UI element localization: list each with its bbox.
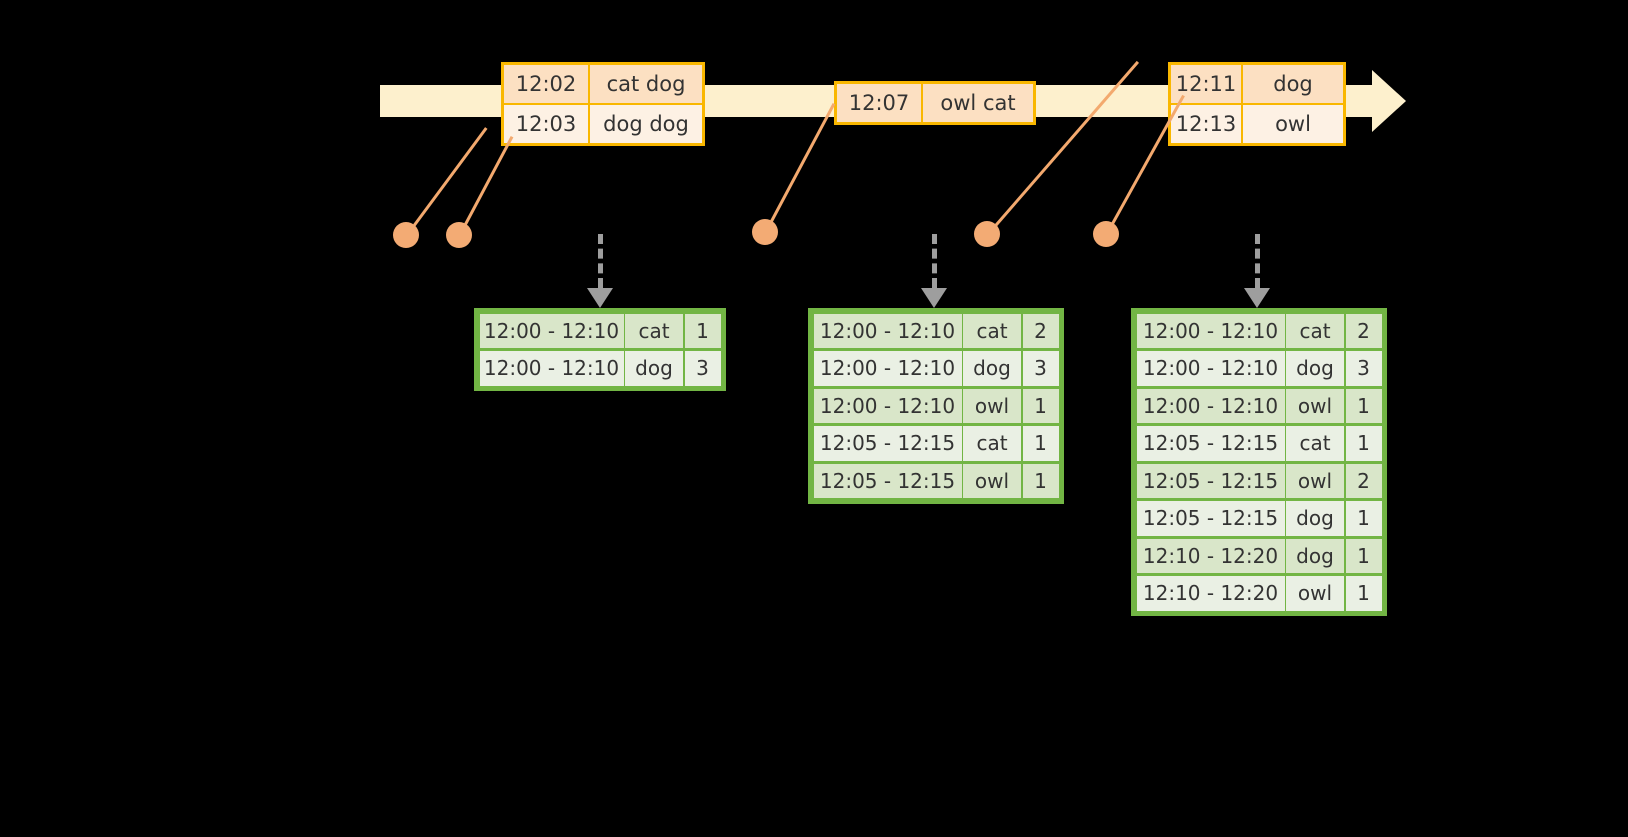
table-row: 12:05 - 12:15 owl 1	[812, 462, 1060, 500]
table-row: 12:00 - 12:10 owl 1	[812, 387, 1060, 425]
result-table-1[interactable]: 12:00 - 12:10 cat 1 12:00 - 12:10 dog 3	[474, 308, 726, 391]
table-row: 12:00 - 12:10 dog 3	[812, 350, 1060, 388]
connector-line-3	[763, 103, 836, 235]
table-row: 12:00 - 12:10 owl 1	[1135, 387, 1383, 425]
window-cell: 12:00 - 12:10	[813, 313, 962, 348]
window-cell: 12:05 - 12:15	[813, 463, 962, 498]
count-cell: 1	[1345, 538, 1382, 573]
connector-line-1	[404, 127, 488, 238]
count-cell: 1	[1022, 463, 1059, 498]
count-cell: 3	[1022, 351, 1059, 386]
event-value: owl cat	[923, 84, 1033, 122]
window-cell: 12:10 - 12:20	[1136, 576, 1285, 611]
window-cell: 12:00 - 12:10	[479, 351, 624, 386]
count-cell: 3	[684, 351, 721, 386]
connector-dot-2[interactable]	[446, 222, 472, 248]
table-row: 12:05 - 12:15 dog 1	[1135, 500, 1383, 538]
table-row: 12:10 - 12:20 owl 1	[1135, 575, 1383, 613]
table-row: 12:05 - 12:15 cat 1	[812, 425, 1060, 463]
event-row: 12:02 cat dog	[504, 65, 702, 103]
event-row: 12:11 dog	[1171, 65, 1343, 103]
key-cell: cat	[1286, 313, 1344, 348]
connector-dot-4[interactable]	[974, 221, 1000, 247]
count-cell: 1	[1345, 388, 1382, 423]
event-time: 12:13	[1171, 105, 1243, 143]
result-table-3[interactable]: 12:00 - 12:10 cat 2 12:00 - 12:10 dog 3 …	[1131, 308, 1387, 616]
dashed-arrow-1	[587, 234, 613, 308]
key-cell: owl	[1286, 576, 1344, 611]
key-cell: owl	[963, 388, 1021, 423]
table-row: 12:00 - 12:10 cat 1	[478, 312, 722, 350]
window-cell: 12:05 - 12:15	[1136, 426, 1285, 461]
count-cell: 2	[1022, 313, 1059, 348]
count-cell: 1	[684, 313, 721, 348]
window-cell: 12:10 - 12:20	[1136, 538, 1285, 573]
key-cell: dog	[963, 351, 1021, 386]
table-row: 12:05 - 12:15 cat 1	[1135, 425, 1383, 463]
event-row: 12:07 owl cat	[837, 84, 1033, 122]
table-row: 12:00 - 12:10 cat 2	[812, 312, 1060, 350]
count-cell: 2	[1345, 463, 1382, 498]
count-cell: 3	[1345, 351, 1382, 386]
event-row: 12:13 owl	[1171, 103, 1343, 143]
key-cell: dog	[1286, 538, 1344, 573]
result-table-2[interactable]: 12:00 - 12:10 cat 2 12:00 - 12:10 dog 3 …	[808, 308, 1064, 504]
window-cell: 12:05 - 12:15	[1136, 501, 1285, 536]
table-row: 12:10 - 12:20 dog 1	[1135, 537, 1383, 575]
window-cell: 12:00 - 12:10	[479, 313, 624, 348]
key-cell: owl	[963, 463, 1021, 498]
event-group-2[interactable]: 12:07 owl cat	[834, 81, 1036, 125]
dashed-arrow-3	[1244, 234, 1270, 308]
window-cell: 12:00 - 12:10	[813, 351, 962, 386]
key-cell: cat	[1286, 426, 1344, 461]
connector-dot-5[interactable]	[1093, 221, 1119, 247]
count-cell: 1	[1345, 501, 1382, 536]
count-cell: 1	[1345, 576, 1382, 611]
key-cell: owl	[1286, 463, 1344, 498]
connector-dot-3[interactable]	[752, 219, 778, 245]
event-group-1[interactable]: 12:02 cat dog 12:03 dog dog	[501, 62, 705, 146]
key-cell: dog	[625, 351, 683, 386]
event-group-3[interactable]: 12:11 dog 12:13 owl	[1168, 62, 1346, 146]
window-cell: 12:05 - 12:15	[813, 426, 962, 461]
event-value: dog	[1243, 65, 1343, 103]
key-cell: cat	[963, 313, 1021, 348]
count-cell: 1	[1345, 426, 1382, 461]
key-cell: dog	[1286, 501, 1344, 536]
event-time: 12:07	[837, 84, 923, 122]
event-time: 12:02	[504, 65, 590, 103]
table-row: 12:00 - 12:10 dog 3	[1135, 350, 1383, 388]
timeline-arrowhead-icon	[1372, 70, 1406, 132]
window-cell: 12:00 - 12:10	[1136, 313, 1285, 348]
key-cell: dog	[1286, 351, 1344, 386]
event-value: dog dog	[590, 105, 702, 143]
window-cell: 12:00 - 12:10	[1136, 388, 1285, 423]
count-cell: 2	[1345, 313, 1382, 348]
window-cell: 12:00 - 12:10	[1136, 351, 1285, 386]
count-cell: 1	[1022, 388, 1059, 423]
table-row: 12:00 - 12:10 cat 2	[1135, 312, 1383, 350]
count-cell: 1	[1022, 426, 1059, 461]
key-cell: cat	[625, 313, 683, 348]
event-row: 12:03 dog dog	[504, 103, 702, 143]
event-time: 12:03	[504, 105, 590, 143]
window-cell: 12:00 - 12:10	[813, 388, 962, 423]
table-row: 12:00 - 12:10 dog 3	[478, 350, 722, 388]
key-cell: cat	[963, 426, 1021, 461]
dashed-arrow-2	[921, 234, 947, 308]
key-cell: owl	[1286, 388, 1344, 423]
table-row: 12:05 - 12:15 owl 2	[1135, 462, 1383, 500]
connector-dot-1[interactable]	[393, 222, 419, 248]
event-value: owl	[1243, 105, 1343, 143]
event-value: cat dog	[590, 65, 702, 103]
window-cell: 12:05 - 12:15	[1136, 463, 1285, 498]
